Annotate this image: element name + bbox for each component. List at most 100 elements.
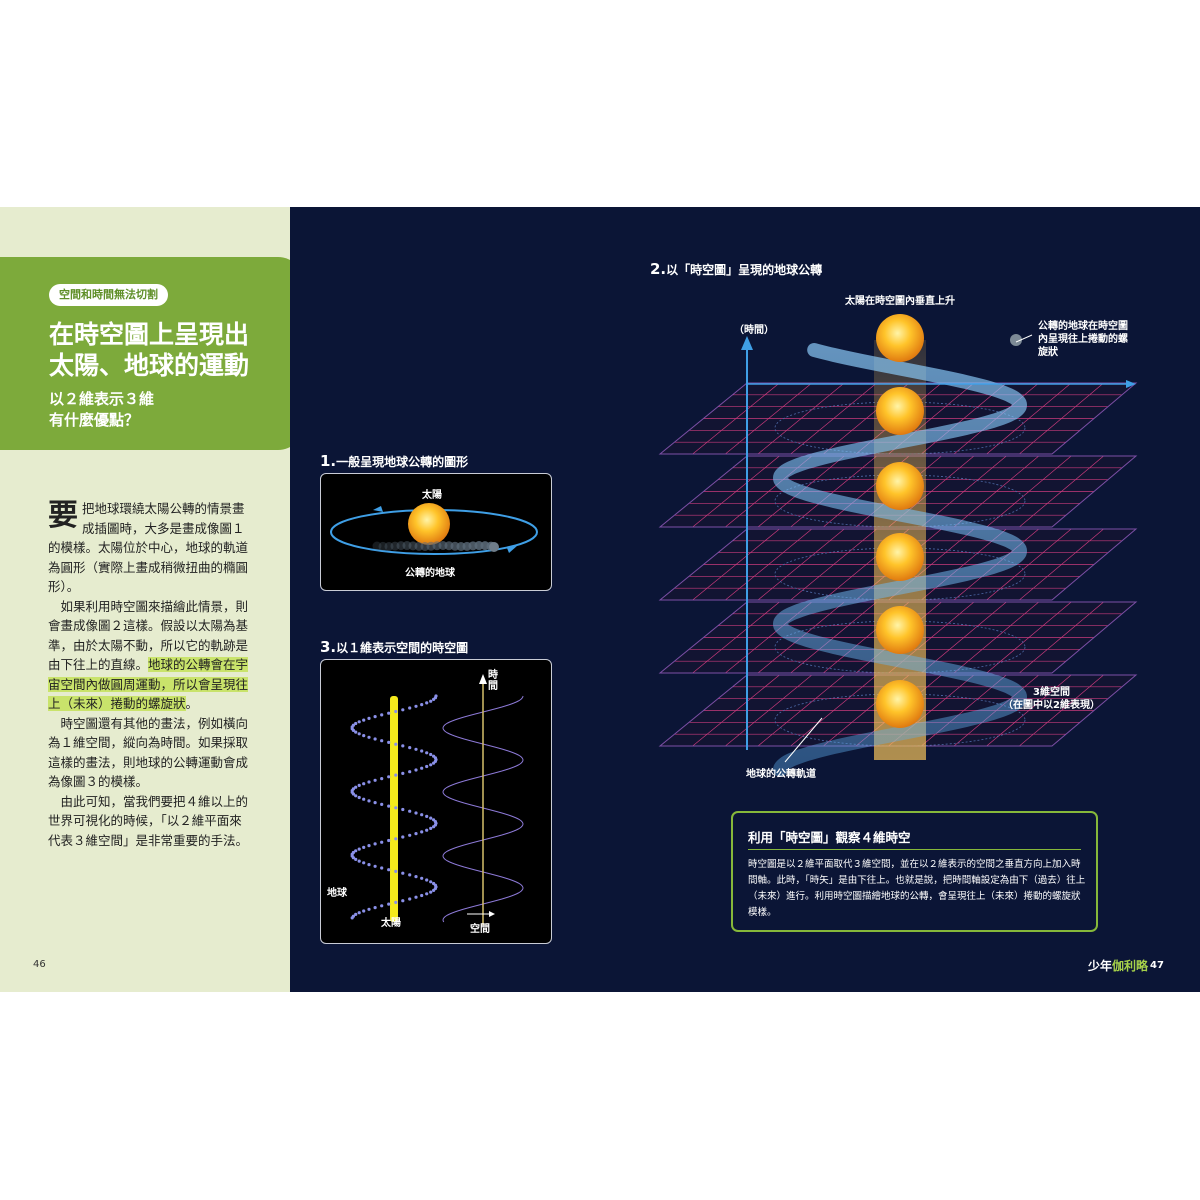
helix-dot <box>408 833 412 837</box>
page-number-left: 46 <box>33 959 46 970</box>
figure-1-sun-label: 太陽 <box>422 490 442 501</box>
left-page: 空間和時間無法切割 在時空圖上呈現出 太陽、地球的運動 以２維表示３維 有什麼優… <box>0 207 304 992</box>
helix-dot <box>420 830 424 834</box>
helix-dot <box>429 826 433 830</box>
helix-dot <box>429 752 433 757</box>
helix-dot <box>420 876 424 880</box>
helix-dot <box>414 895 418 899</box>
helix-dot <box>354 721 358 726</box>
orbit-circle-1 <box>774 401 1026 455</box>
title-line-1: 在時空圖上呈現出 <box>49 320 250 349</box>
helix-dot <box>408 897 412 901</box>
helix-dot <box>420 749 424 753</box>
helix-dot <box>414 704 418 708</box>
helix-dot <box>362 861 366 865</box>
helix-dot <box>387 902 391 906</box>
helix-dot <box>429 890 433 894</box>
helix-dot <box>401 708 405 712</box>
orbit-circle-5 <box>774 693 1026 747</box>
earth-helix-label: 公轉的地球在時空圖 內呈現往上捲動的螺 旋狀 <box>1038 320 1128 359</box>
plane-border-5 <box>658 674 1138 747</box>
earth-helix-label-3: 旋狀 <box>1038 347 1058 358</box>
helix-dot <box>373 778 377 782</box>
helix-dot <box>367 716 371 720</box>
helix-dot <box>425 764 429 769</box>
trail-dot <box>402 541 412 551</box>
helix-dot <box>354 912 358 916</box>
subtitle-line-2: 有什麼優點？ <box>49 411 140 429</box>
earth-trail <box>372 541 496 551</box>
helix-dot <box>429 880 433 884</box>
helix-dot <box>432 697 436 701</box>
helix-dot <box>408 770 412 774</box>
body-text: 要把地球環繞太陽公轉的情景畫成插圖時，大多是畫成像圖１的模樣。太陽位於中心，地球… <box>48 499 251 850</box>
paragraph-2: 如果利用時空圖來描繪此情景，則會畫成像圖２這樣。假設以太陽為基準，由於太陽不動，… <box>48 597 251 714</box>
helix-dot <box>373 906 377 910</box>
info-box: 利用「時空圖」觀察４維時空 時空圖是以２維平面取代３維空間，並在以２維表示的空間… <box>731 811 1098 932</box>
orbit-leader-line <box>784 717 823 763</box>
helix-dot <box>380 802 384 806</box>
trail-dot <box>396 541 406 551</box>
helix-dot <box>394 742 398 746</box>
paragraph-2-end: 。 <box>185 696 199 711</box>
helix-dot <box>367 844 371 848</box>
info-box-divider <box>748 849 1081 850</box>
helix-dot <box>354 730 358 734</box>
helix-dot <box>380 739 384 743</box>
page-title: 在時空圖上呈現出 太陽、地球的運動 <box>49 319 294 381</box>
paragraph-3: 時空圖還有其他的畫法，例如橫向為１維空間，縱向為時間。如果採取這樣的畫法，則地球… <box>48 715 249 790</box>
section-tag: 空間和時間無法切割 <box>49 284 168 306</box>
trail-dot <box>408 541 418 551</box>
helix-dot <box>420 766 424 770</box>
sun-worldline <box>390 696 398 922</box>
info-box-text: 時空圖是以２維平面取代３維空間，並在以２維表示的空間之垂直方向上加入時間軸。此時… <box>748 859 1086 918</box>
helix-dot <box>367 863 371 867</box>
helix-dot <box>394 806 398 810</box>
page-subtitle: 以２維表示３維 有什麼優點？ <box>49 389 294 431</box>
helix-dot <box>394 869 398 873</box>
figure-2-number: 2. <box>650 260 667 278</box>
helix-dot <box>432 825 436 829</box>
helix-dot <box>414 832 418 836</box>
helix-dot <box>394 900 398 904</box>
paragraph-4: 由此可知，當我們要把４維以上的世界可視化的時候，「以２維平面來代表３維空間」是非… <box>48 793 249 848</box>
helix-dot <box>367 780 371 784</box>
sun-positions <box>876 314 924 728</box>
earth-dotted-helix <box>350 694 438 920</box>
helix-dot <box>357 720 361 724</box>
orbit-circle-4 <box>774 620 1026 674</box>
orbit-circle-3 <box>774 547 1026 601</box>
helix-dot <box>401 744 405 748</box>
helix-dot <box>425 828 429 832</box>
helix-dot <box>380 904 384 908</box>
helix-dot <box>394 837 398 841</box>
page-number-right: 47 <box>1150 960 1164 971</box>
figure-1-box <box>320 473 552 591</box>
helix-dot <box>357 732 361 736</box>
helix-dot <box>357 911 361 915</box>
trail-dot <box>390 541 400 551</box>
orbit-circle-2 <box>774 474 1026 528</box>
helix-dot <box>367 799 371 803</box>
helix-dot <box>354 857 358 861</box>
helix-dot <box>394 709 398 714</box>
figure-3-box <box>320 659 552 944</box>
drop-cap: 要 <box>48 498 78 533</box>
figure-2-title: 2.以「時空圖」呈現的地球公轉 <box>650 260 822 278</box>
helix-dot <box>373 715 377 719</box>
helix-dot <box>380 840 384 844</box>
plane-border-1 <box>658 382 1138 455</box>
subtitle-line-1: 以２維表示３維 <box>49 390 155 408</box>
helix-dot <box>394 773 398 777</box>
helix-dot <box>401 771 405 775</box>
orbit-label: 地球的公轉軌道 <box>746 769 816 780</box>
fig3-time-arrow <box>479 674 487 684</box>
helix-dot <box>362 909 366 913</box>
earth-helix <box>772 334 1028 777</box>
helix-dot <box>425 814 429 818</box>
brand-part-2: 伽利略 <box>1112 959 1149 973</box>
helix-dot <box>401 807 405 812</box>
helix-dot <box>373 737 377 741</box>
brand-part-1: 少年 <box>1088 959 1113 973</box>
helix-dot <box>350 916 354 920</box>
